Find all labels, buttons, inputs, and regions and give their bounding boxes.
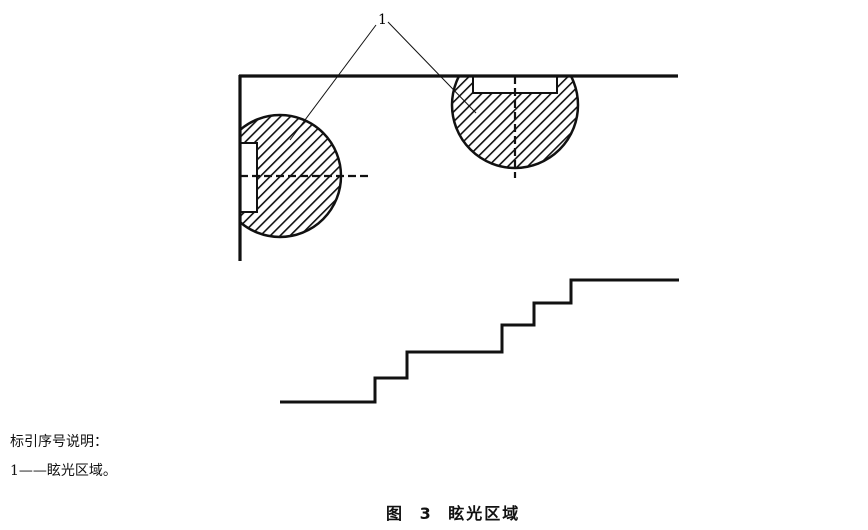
legend-item: 1——眩光区域。 (10, 463, 117, 479)
left-lamp-rect (239, 142, 258, 213)
callout-label: 1 (378, 12, 387, 28)
legend-title: 标引序号说明： (10, 434, 108, 450)
staircase (280, 278, 679, 404)
figure-caption: 图 3 眩光区域 (386, 504, 521, 523)
leader-line-right (387, 21, 477, 114)
leader-line-left (289, 24, 377, 141)
